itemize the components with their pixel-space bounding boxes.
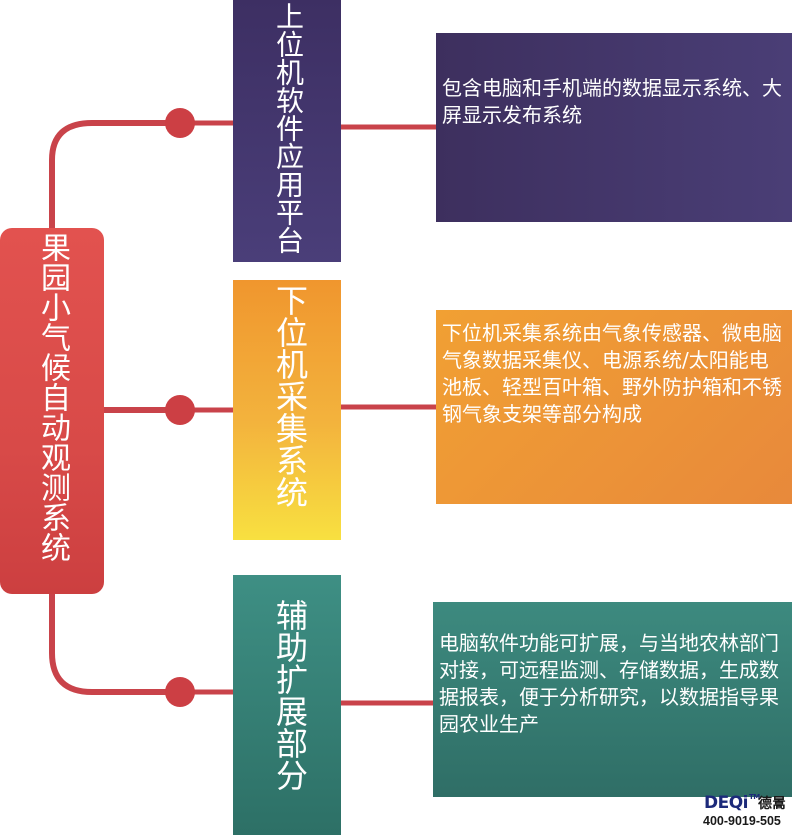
branch-1-title-box: 上位机软件应用平台 — [233, 0, 341, 262]
branch-1-description: 包含电脑和手机端的数据显示系统、大屏显示发布系统 — [436, 33, 792, 222]
branch-3-description: 电脑软件功能可扩展，与当地农林部门对接，可远程监测、存储数据，生成数据报表，便于… — [433, 602, 792, 797]
connector-root-to-branch1 — [49, 120, 168, 228]
node-circle-3 — [165, 677, 195, 707]
branch-2-description: 下位机采集系统由气象传感器、微电脑气象数据采集仪、电源系统/太阳能电池板、轻型百… — [436, 310, 792, 504]
root-label: 果园小气候自动观测系统 — [35, 232, 70, 562]
node-circle-2 — [165, 395, 195, 425]
brand-logo: DEQiTM 德暠 400-9019-505 — [700, 793, 796, 833]
branch-1-title: 上位机软件应用平台 — [272, 2, 305, 254]
logo-phone: 400-9019-505 — [703, 814, 781, 828]
connector-root-to-branch3 — [49, 594, 168, 695]
branch-3-title: 辅助扩展部分 — [271, 599, 309, 791]
branch-2-title-box: 下位机采集系统 — [233, 280, 341, 540]
logo-brand: DEQi — [704, 793, 749, 813]
node-circle-1 — [165, 108, 195, 138]
logo-brand-cn: 德暠 — [758, 796, 786, 812]
branch-3-title-box: 辅助扩展部分 — [233, 575, 341, 835]
logo-trademark: TM — [749, 793, 760, 801]
root-node: 果园小气候自动观测系统 — [0, 228, 104, 594]
branch-2-title: 下位机采集系统 — [271, 284, 309, 508]
